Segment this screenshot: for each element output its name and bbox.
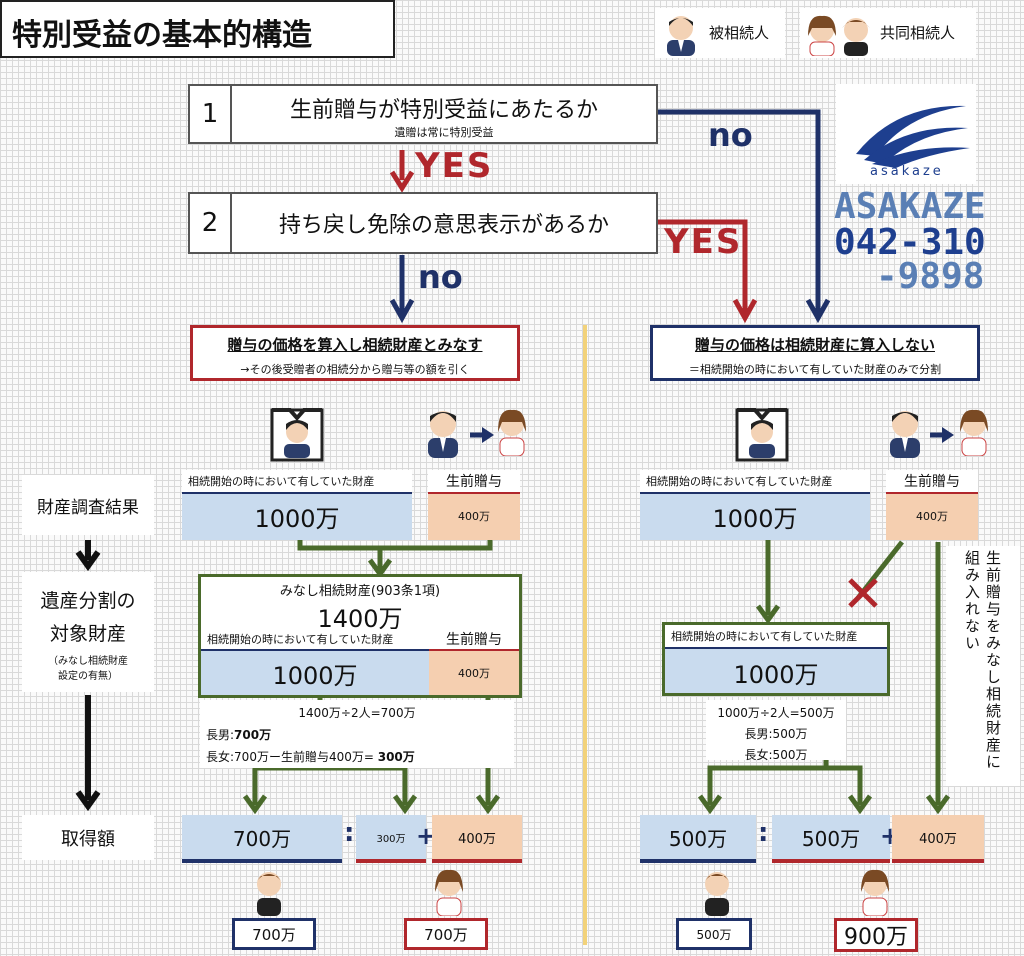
question-1: 1 生前贈与が特別受益にあたるか 遺贈は常に特別受益 — [188, 84, 658, 144]
right-result-note: ＝相続開始の時において有していた財産のみで分割 — [688, 363, 942, 376]
right-calc-line1: 1000万÷2人=500万 — [717, 706, 835, 720]
right-gift-label: 生前贈与 — [886, 470, 978, 494]
step-target-note2: 設定の有無） — [58, 671, 118, 682]
left-inner-gift-label: 生前贈与 — [429, 629, 519, 651]
right-calc-line2: 長男:500万 — [744, 727, 808, 741]
left-inner-gift: 生前贈与 400万 — [429, 629, 519, 695]
left-deemed-label: みなし相続財産(903条1項) — [279, 584, 441, 599]
legend-heirs: 共同相続人 — [800, 8, 976, 58]
left-estate-label: 相続開始の時において有していた財産 — [182, 470, 412, 494]
right-vertical-note-text: 生前贈与をみなし相続財産に組み入れない — [963, 550, 1002, 771]
right-acquired-daughter-estate: 500万 — [772, 815, 890, 863]
left-result-box: 贈与の価格を算入し相続財産とみなす →その後受贈者の相続分から贈与等の額を引く — [190, 325, 520, 381]
step-survey-label: 財産調査結果 — [22, 475, 154, 535]
step-target-line2: 対象財産 — [49, 623, 126, 645]
left-estate-value: 1000万 — [254, 504, 340, 533]
right-calc-line3: 長女:500万 — [744, 748, 808, 762]
right-colon-separator: : — [758, 818, 769, 848]
left-result-note: →その後受贈者の相続分から贈与等の額を引く — [240, 363, 470, 376]
left-deemed-value: 1400万 — [317, 605, 403, 633]
left-calc-daughter-prefix: 長女:700万ー生前贈与400万= — [206, 750, 378, 764]
left-colon-separator: : — [344, 818, 355, 848]
logo-brand-text: asakaze — [870, 164, 944, 179]
left-acquired-daughter-estate: 300万 — [356, 815, 426, 863]
left-estate-box: 相続開始の時において有していた財産 1000万 — [182, 470, 412, 540]
legend-decedent-label: 被相続人 — [709, 24, 770, 42]
step-target-note1: （みなし相続財産 — [48, 656, 128, 667]
cross-mark — [848, 578, 878, 608]
yes1-label: YES — [415, 146, 494, 186]
left-acquired-daughter-gift: 400万 — [432, 815, 522, 863]
left-gift-value: 400万 — [458, 510, 490, 523]
right-final-son: 500万 — [676, 918, 752, 950]
left-gift-box: 生前贈与 400万 — [428, 470, 520, 540]
left-final-daughter: 700万 — [404, 918, 488, 950]
left-acquired-son: 700万 — [182, 815, 342, 863]
asakaze-logo: asakaze — [836, 84, 976, 184]
right-gift-box: 生前贈与 400万 — [886, 470, 978, 540]
step-target-label: 遺産分割の 対象財産 （みなし相続財産 設定の有無） — [22, 572, 154, 692]
phone-line-1: 042-310 — [834, 222, 986, 263]
left-calc-son-prefix: 長男: — [206, 728, 235, 742]
right-estate-box: 相続開始の時において有していた財産 1000万 — [640, 470, 870, 540]
question-1-number: 1 — [190, 86, 232, 142]
right-target-value: 1000万 — [733, 660, 819, 689]
right-target-box: 相続開始の時において有していた財産 1000万 — [662, 622, 890, 696]
right-result-title: 贈与の価格は相続財産に算入しない — [694, 336, 935, 354]
logo-big-text: ASAKAZE — [834, 186, 986, 227]
step-target-line1: 遺産分割の — [40, 590, 136, 612]
right-target-label: 相続開始の時において有していた財産 — [665, 625, 887, 649]
question-2-text: 持ち戻し免除の意思表示があるか — [278, 213, 609, 238]
left-calc-daughter-value: 300万 — [377, 750, 415, 764]
question-2-number: 2 — [190, 194, 232, 252]
left-gift-label: 生前贈与 — [428, 470, 520, 494]
step-acquired-label: 取得額 — [22, 815, 154, 860]
question-1-note: 遺贈は常に特別受益 — [394, 126, 494, 139]
left-calc-box: 1400万÷2人=700万 長男:700万 長女:700万ー生前贈与400万= … — [200, 700, 514, 768]
left-inner-estate-label: 相続開始の時において有していた財産 — [201, 629, 429, 651]
left-final-son: 700万 — [232, 918, 316, 950]
right-final-daughter: 900万 — [834, 918, 918, 952]
question-1-text: 生前贈与が特別受益にあたるか — [289, 98, 598, 123]
legend-decedent: 被相続人 — [655, 8, 785, 58]
right-vertical-note: 生前贈与をみなし相続財産に組み入れない — [946, 546, 1020, 786]
right-gift-value: 400万 — [916, 510, 948, 523]
title-box: 特別受益の基本的構造 — [0, 0, 395, 58]
left-inner-gift-value: 400万 — [458, 667, 490, 680]
left-calc-son-value: 700万 — [234, 728, 272, 742]
phone-line-2: -9898 — [876, 256, 985, 297]
left-result-title: 贈与の価格を算入し相続財産とみなす — [227, 336, 483, 354]
left-inner-estate-value: 1000万 — [272, 661, 358, 690]
left-deemed-box: みなし相続財産(903条1項) 1400万 相続開始の時において有していた財産 … — [198, 574, 522, 698]
left-plus-sign: + — [415, 822, 437, 850]
wave-logo-icon — [856, 105, 970, 168]
left-inner-estate: 相続開始の時において有していた財産 1000万 — [201, 629, 429, 695]
yes2-label: YES — [664, 222, 743, 262]
yes2-line — [658, 219, 748, 315]
left-calc-line1: 1400万÷2人=700万 — [298, 706, 416, 720]
right-estate-label: 相続開始の時において有していた財産 — [640, 470, 870, 494]
right-calc-box: 1000万÷2人=500万 長男:500万 長女:500万 — [706, 700, 846, 762]
right-acquired-son: 500万 — [640, 815, 756, 863]
legend-heirs-label: 共同相続人 — [880, 24, 956, 42]
right-result-box: 贈与の価格は相続財産に算入しない ＝相続開始の時において有していた財産のみで分割 — [650, 325, 980, 381]
no1-label: no — [708, 116, 753, 154]
page-title: 特別受益の基本的構造 — [12, 18, 312, 53]
question-2: 2 持ち戻し免除の意思表示があるか — [188, 192, 658, 254]
right-acquired-daughter-gift: 400万 — [892, 815, 984, 863]
no1-line — [658, 109, 821, 315]
right-estate-value: 1000万 — [712, 504, 798, 533]
no2-label: no — [418, 258, 463, 296]
